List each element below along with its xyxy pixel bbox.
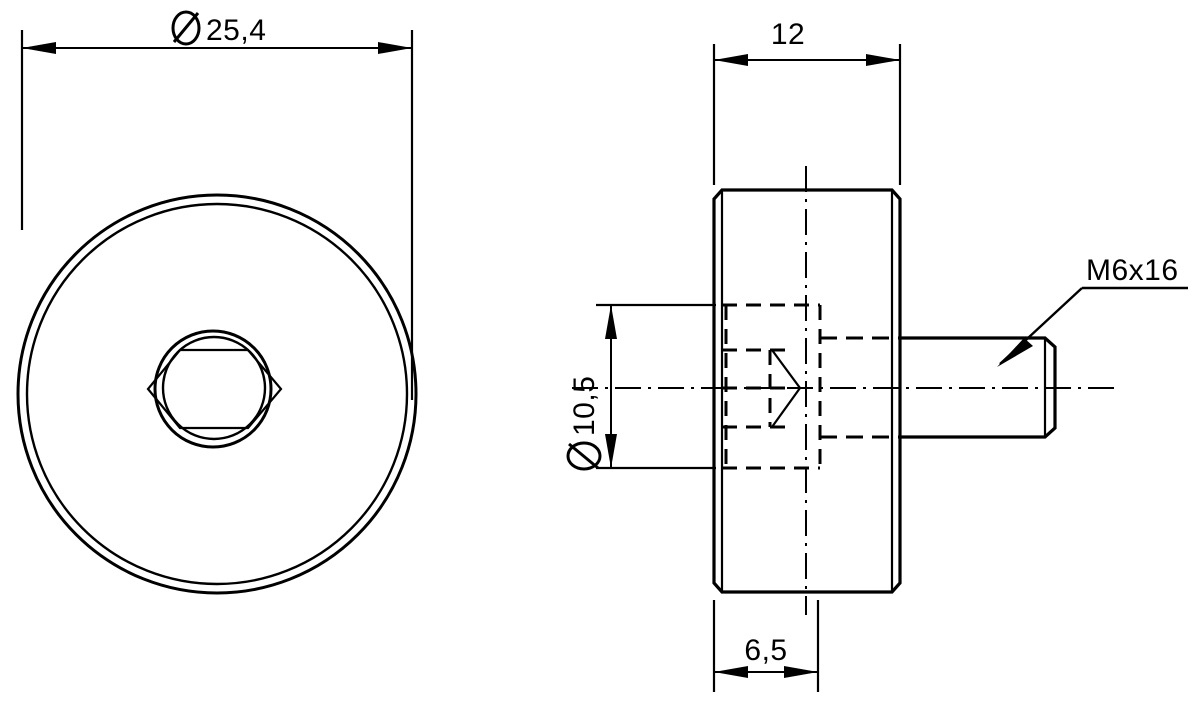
dim-text-thread-spec: M6x16 — [1086, 254, 1179, 287]
leader-arrow-head — [997, 338, 1033, 367]
dim-text-head-thickness: 12 — [771, 18, 805, 51]
arrow-head-right-65 — [784, 666, 818, 678]
callout-thread-spec: M6x16 — [997, 254, 1188, 367]
side-view — [572, 166, 1120, 615]
dimension-socket-depth: 6,5 — [712, 600, 820, 692]
diameter-symbol-25-4 — [171, 10, 201, 46]
dimension-socket-diameter: 10,5 — [566, 303, 716, 471]
dim-text-socket-diameter: 10,5 — [568, 376, 601, 436]
arrow-head-left — [22, 42, 56, 54]
dim-text-head-diameter: 25,4 — [206, 14, 266, 47]
arrow-head-left-65 — [714, 666, 748, 678]
diameter-symbol-10-5 — [566, 441, 602, 471]
dimension-head-diameter: 25,4 — [20, 10, 414, 400]
arrow-head-top-105 — [605, 305, 617, 339]
arrow-head-right — [378, 42, 412, 54]
socket-diameter-label-group: 10,5 — [566, 376, 602, 471]
front-view — [16, 193, 418, 595]
hex-socket-polygon — [146, 348, 283, 430]
arrow-head-bottom-105 — [605, 434, 617, 468]
thread-shank-outline — [898, 336, 1057, 439]
hex-socket-chevron — [770, 348, 802, 429]
head-outer-circle — [16, 193, 418, 595]
head-chamfer-circle — [25, 202, 409, 586]
arrow-head-left-12 — [714, 54, 748, 66]
dim-text-socket-depth: 6,5 — [744, 634, 787, 667]
socket-bore-outer-circle — [153, 329, 273, 449]
socket-bore-inner-circle — [161, 335, 267, 441]
arrow-head-right-12 — [866, 54, 900, 66]
dimension-head-thickness: 12 — [712, 18, 902, 185]
